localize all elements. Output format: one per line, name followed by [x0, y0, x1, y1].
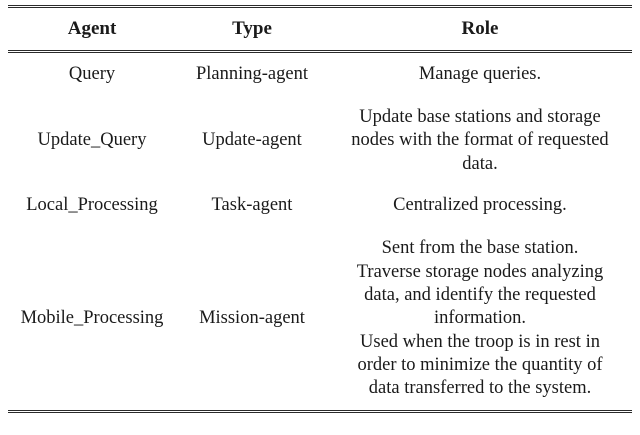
- cell-type: Task-agent: [211, 195, 293, 216]
- agent-role-table: Agent Type Role Query Planning-agent Man…: [8, 5, 632, 414]
- table-row: Local_Processing Task-agent Centralized …: [8, 186, 632, 227]
- table-row: Query Planning-agent Manage queries.: [8, 51, 632, 98]
- cell-type: Planning-agent: [195, 63, 308, 84]
- cell-agent: Update_Query: [37, 130, 147, 151]
- cell-agent: Mobile_Processing: [8, 227, 176, 414]
- cell-role: Update base stations and storage nodes w…: [328, 98, 632, 186]
- table-row: Update_Query Update-agent Update base st…: [8, 98, 632, 186]
- column-header-role: Role: [328, 5, 632, 53]
- table-body: Query Planning-agent Manage queries. Upd…: [8, 51, 632, 414]
- table-header-row: Agent Type Role: [8, 5, 632, 53]
- role-line: nodes with the format of requested: [351, 130, 609, 151]
- role-line: data, and identify the requested: [364, 284, 596, 305]
- cell-role: Sent from the base station. Traverse sto…: [328, 227, 632, 414]
- cell-type: Update-agent: [202, 130, 302, 151]
- role-line: data transferred to the system.: [368, 378, 592, 399]
- role-text: Sent from the base station. Traverse sto…: [336, 237, 624, 400]
- cell-type: Mission-agent: [176, 227, 328, 414]
- role-line: Sent from the base station.: [381, 238, 579, 259]
- role-text: Manage queries.: [336, 63, 624, 86]
- role-text: Update base stations and storage nodes w…: [336, 106, 624, 176]
- role-line: order to minimize the quantity of: [357, 354, 603, 375]
- cell-agent: Query: [68, 63, 116, 84]
- role-line: Centralized processing.: [393, 195, 567, 216]
- role-line: Used when the troop is in rest in: [360, 331, 600, 352]
- cell-role: Manage queries.: [328, 51, 632, 98]
- cell-role: Centralized processing.: [328, 186, 632, 227]
- table-row: Mobile_Processing Mission-agent Sent fro…: [8, 227, 632, 414]
- role-line: Traverse storage nodes analyzing: [356, 261, 604, 282]
- cell-agent: Local_Processing: [26, 195, 158, 216]
- role-text: Centralized processing.: [336, 194, 624, 217]
- role-line: data.: [462, 153, 498, 174]
- column-header-agent: Agent: [8, 5, 176, 53]
- table-header: Agent Type Role: [8, 5, 632, 53]
- column-header-type: Type: [176, 5, 328, 53]
- role-line: Manage queries.: [418, 63, 542, 84]
- role-line: Update base stations and storage: [359, 107, 601, 128]
- role-line: information.: [434, 308, 526, 329]
- agent-role-table-container: Agent Type Role Query Planning-agent Man…: [8, 5, 632, 414]
